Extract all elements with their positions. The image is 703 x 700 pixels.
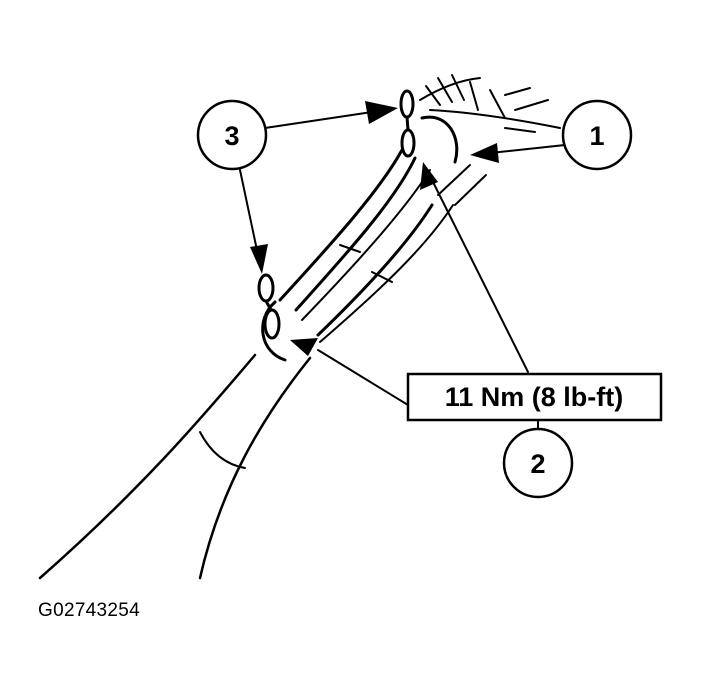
lower-clamp-screw xyxy=(257,273,281,340)
hose-tube xyxy=(278,148,487,343)
torque-spec-box: 11 Nm (8 lb-ft) xyxy=(406,372,663,422)
callout-3-label: 3 xyxy=(224,121,239,151)
figure-id: G02743254 xyxy=(38,600,141,621)
callout-2: 2 xyxy=(502,427,574,499)
lower-pipe xyxy=(38,353,312,580)
callout-2-label: 2 xyxy=(530,449,545,479)
callout-1-label: 1 xyxy=(589,121,604,151)
upper-clamp-band xyxy=(420,115,459,164)
arrowhead-1 xyxy=(470,143,499,163)
arrowhead-3-upper xyxy=(365,101,398,124)
upper-clamp-screw xyxy=(399,89,416,158)
leader-3-upper xyxy=(264,111,373,129)
arrowhead-2-lower xyxy=(290,338,318,356)
leader-1 xyxy=(489,144,566,154)
torque-spec-label: 11 Nm (8 lb-ft) xyxy=(445,382,624,412)
upper-component xyxy=(419,74,561,133)
callout-3: 3 xyxy=(196,99,268,171)
leader-3-lower xyxy=(239,169,259,256)
arrowhead-2-upper xyxy=(420,162,438,190)
leader-2-upper xyxy=(427,171,529,373)
callout-1: 1 xyxy=(561,99,633,171)
arrowhead-3-lower xyxy=(250,244,268,274)
leader-2-lower xyxy=(317,349,409,406)
